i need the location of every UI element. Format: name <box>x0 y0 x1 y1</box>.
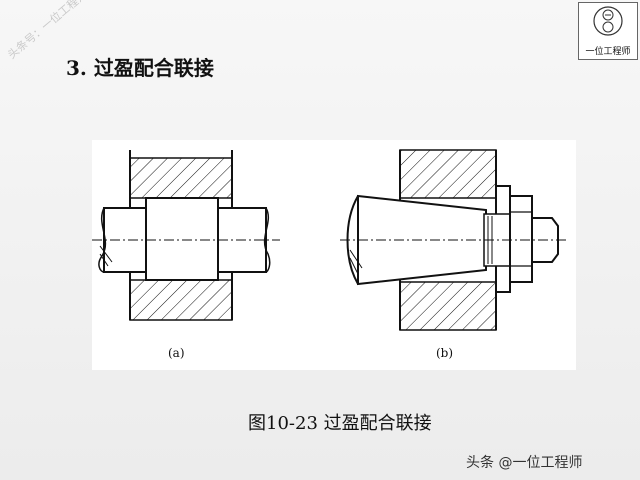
figure-label-b: (b) <box>436 346 454 360</box>
diagram-a <box>92 150 280 321</box>
figure-label-a: (a) <box>168 346 185 360</box>
logo-emblem-icon <box>593 6 623 36</box>
logo-stamp: 一位工程师 <box>578 2 638 60</box>
logo-text: 一位工程师 <box>585 47 631 57</box>
figure-caption: 图10-23 过盈配合联接 <box>248 413 432 434</box>
footer-attribution: 头条 @一位工程师 <box>466 455 583 471</box>
slide-title: 3. 过盈配合联接 <box>66 56 214 80</box>
diagram-b <box>340 149 568 331</box>
